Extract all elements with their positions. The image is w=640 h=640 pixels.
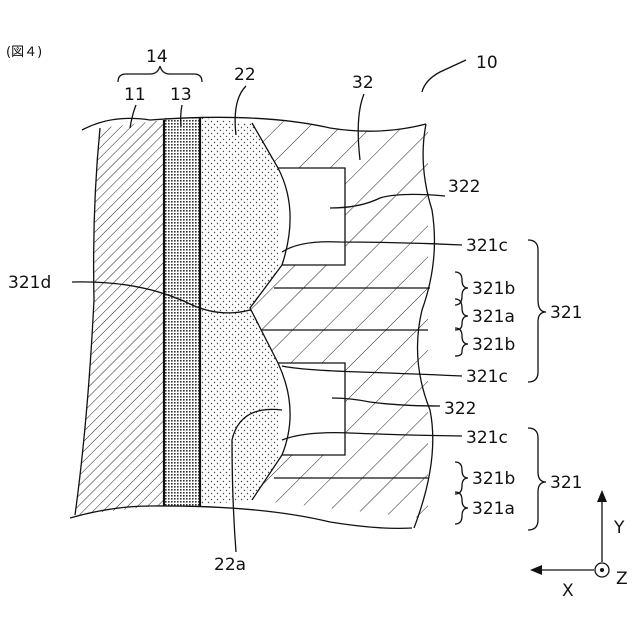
brace-321a-2 bbox=[455, 492, 468, 524]
z-axis-dot bbox=[600, 568, 604, 572]
label-321c-1: 321c bbox=[466, 236, 508, 256]
label-321c-2: 321c bbox=[466, 367, 508, 387]
label-321-1: 321 bbox=[550, 303, 582, 323]
cavity-322-top bbox=[278, 168, 345, 265]
axis-label-x: X bbox=[562, 581, 574, 601]
label-321-2: 321 bbox=[550, 473, 582, 493]
label-321b-3: 321b bbox=[472, 469, 515, 489]
label-321d: 321d bbox=[8, 273, 51, 293]
figure-label: (図４) bbox=[6, 45, 42, 60]
layer-11 bbox=[75, 120, 165, 515]
brace-321b-2 bbox=[455, 328, 468, 356]
label-321b-2: 321b bbox=[472, 335, 515, 355]
brace-321a-1 bbox=[455, 299, 468, 330]
label-321b-1: 321b bbox=[472, 279, 515, 299]
label-13: 13 bbox=[170, 85, 192, 105]
label-22a: 22a bbox=[214, 555, 246, 575]
label-14: 14 bbox=[146, 47, 168, 67]
y-axis-arrowhead bbox=[597, 490, 607, 502]
axis-label-z: Z bbox=[616, 569, 628, 589]
brace-321-1 bbox=[528, 240, 546, 382]
brace-14 bbox=[118, 66, 202, 82]
brace-321b-3 bbox=[455, 462, 468, 494]
brace-321b-1 bbox=[455, 272, 468, 305]
x-axis-arrowhead bbox=[530, 565, 542, 575]
label-10: 10 bbox=[476, 53, 498, 73]
layer-13 bbox=[165, 118, 199, 506]
label-322-bottom: 322 bbox=[444, 399, 476, 419]
label-321a-1: 321a bbox=[472, 307, 515, 327]
brace-321-2 bbox=[528, 428, 546, 530]
label-22: 22 bbox=[234, 65, 256, 85]
cavity-322-bottom bbox=[278, 363, 345, 455]
label-32: 32 bbox=[352, 73, 374, 93]
label-322-top: 322 bbox=[448, 177, 480, 197]
label-321c-3: 321c bbox=[466, 428, 508, 448]
label-321a-2: 321a bbox=[472, 499, 515, 519]
axis-label-y: Y bbox=[613, 518, 625, 538]
label-11: 11 bbox=[124, 85, 146, 105]
